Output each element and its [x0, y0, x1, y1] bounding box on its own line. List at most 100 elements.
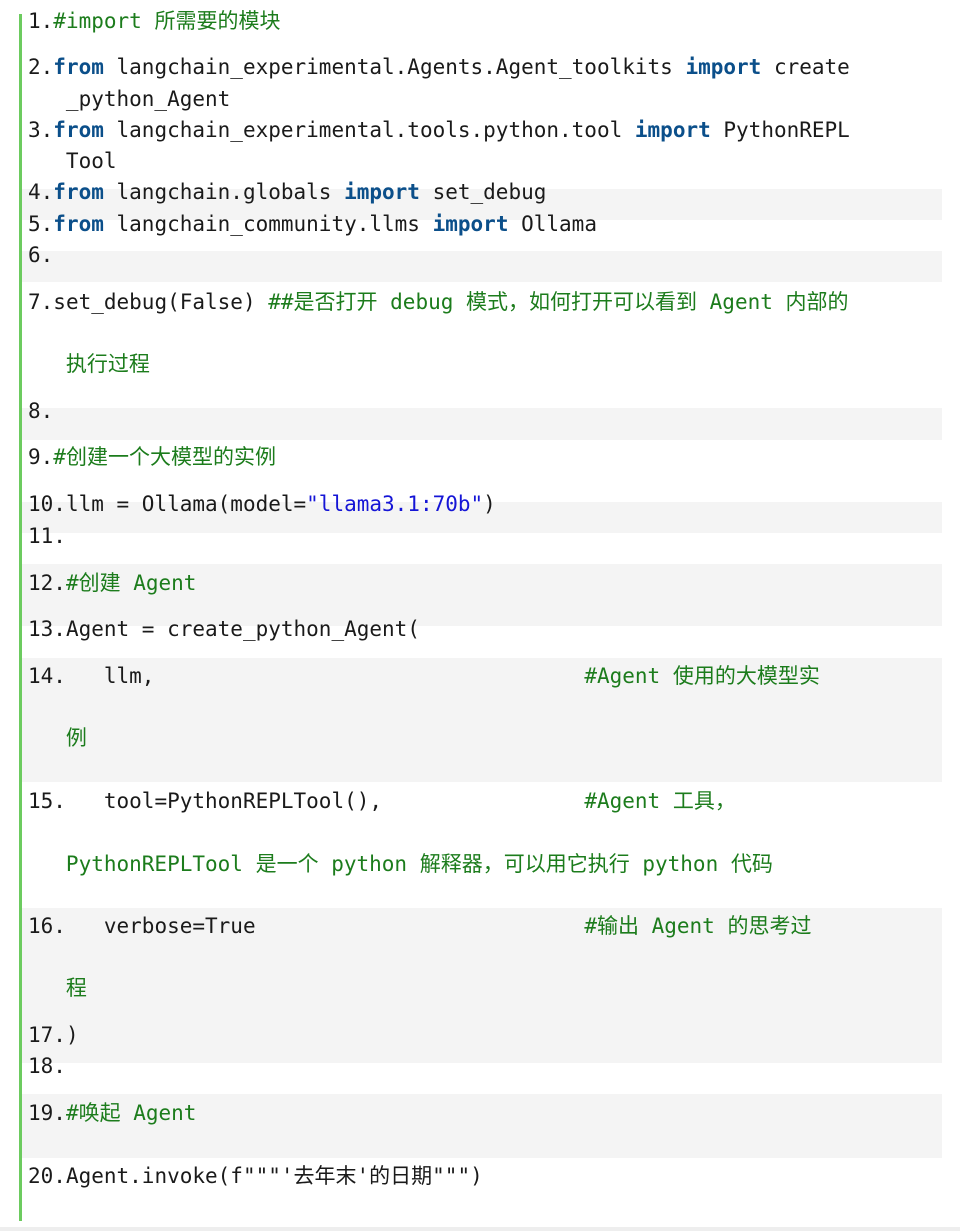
code-comment: ##是否打开 debug 模式，如何打开可以看到 Agent 内部的: [268, 289, 849, 314]
code-line-text: 8.: [28, 396, 53, 427]
code-line-13: 13.Agent = create_python_Agent(: [22, 617, 942, 658]
code-comment: #创建 Agent: [65, 570, 197, 595]
code-line-16: 16. verbose=True #输出 Agent 的思考过 程: [22, 908, 942, 1032]
code-line-19: 19.#唤起 Agent: [22, 1094, 942, 1158]
code-line-text: 20.Agent.invoke(f"""'去年末'的日期"""): [28, 1161, 483, 1192]
code-line-17: 17.): [22, 1023, 942, 1063]
code-line-text: 3.from langchain_experimental.tools.pyth…: [28, 115, 850, 146]
code-line-20: 20.Agent.invoke(f"""'去年末'的日期"""): [22, 1158, 942, 1221]
code-line-18: 18.: [22, 1054, 942, 1094]
code-line-wrap: 执行过程: [28, 349, 150, 380]
line-number: 8.: [28, 398, 54, 423]
code-line-text: 1.#import 所需要的模块: [28, 6, 280, 37]
code-line-wrap: Tool: [28, 146, 117, 177]
code-line-wrap: 例: [28, 723, 87, 754]
code-text: Agent.invoke(f"""'去年末'的日期"""): [65, 1163, 483, 1188]
code-line-text: 14. llm, #Agent 使用的大模型实: [28, 661, 820, 692]
line-number: 13.: [28, 616, 66, 641]
code-line-1: 1.#import 所需要的模块: [22, 9, 942, 60]
code-comment: 执行过程: [28, 351, 150, 376]
code-line-text: 9.#创建一个大模型的实例: [28, 442, 276, 473]
code-text: ): [65, 1022, 79, 1047]
code-comment: #输出 Agent 的思考过: [584, 913, 812, 938]
code-text: langchain.globals: [103, 179, 345, 204]
code-line-text: 18.: [28, 1051, 66, 1082]
code-keyword: import: [634, 117, 711, 142]
line-number: 19.: [28, 1100, 66, 1125]
code-line-text: 17.): [28, 1020, 79, 1051]
code-line-text: 2.from langchain_experimental.Agents.Age…: [28, 52, 850, 83]
code-line-wrap: 程: [28, 973, 87, 1004]
code-line-3: 3.from langchain_experimental.tools.pyth…: [22, 118, 942, 184]
line-number: 6.: [28, 242, 54, 267]
code-text: langchain_experimental.tools.python.tool: [103, 117, 635, 142]
code-comment: #唤起 Agent: [65, 1100, 197, 1125]
code-line-text: 10.llm = Ollama(model="llama3.1:70b"): [28, 489, 496, 520]
code-text: llm = Ollama(model=: [65, 491, 307, 516]
code-text: tool=PythonREPLTool(),: [65, 788, 585, 813]
code-keyword: from: [53, 54, 104, 79]
code-text: create: [761, 54, 850, 79]
line-number: 18.: [28, 1053, 66, 1078]
code-text: ): [483, 491, 496, 516]
code-text: set_debug(False): [53, 289, 269, 314]
code-line-text: 6.: [28, 240, 53, 271]
code-line-4: 4.from langchain.globals import set_debu…: [22, 180, 942, 220]
code-line-6: 6.: [22, 243, 942, 282]
code-keyword: import: [432, 211, 509, 236]
code-line-wrap: _python_Agent: [28, 84, 230, 115]
line-number: 14.: [28, 663, 66, 688]
line-number: 17.: [28, 1022, 66, 1047]
code-line-5: 5.from langchain_community.llms import O…: [22, 212, 942, 251]
code-keyword: import: [344, 179, 420, 204]
line-number: 15.: [28, 788, 66, 813]
line-number: 2.: [28, 54, 54, 79]
code-comment: #Agent 使用的大模型实: [584, 663, 820, 688]
line-number: 1.: [28, 8, 54, 33]
line-number: 4.: [28, 179, 54, 204]
code-line-text: 12.#创建 Agent: [28, 568, 196, 599]
code-text: Ollama: [508, 211, 597, 236]
line-number: 12.: [28, 570, 66, 595]
line-number: 20.: [28, 1163, 66, 1188]
code-text: Agent = create_python_Agent(: [65, 616, 420, 641]
code-keyword: from: [53, 179, 104, 204]
line-number: 7.: [28, 289, 54, 314]
line-number: 10.: [28, 491, 66, 516]
code-line-7: 7.set_debug(False) ##是否打开 debug 模式，如何打开可…: [22, 282, 942, 408]
code-text: verbose=True: [65, 913, 585, 938]
code-line-text: 4.from langchain.globals import set_debu…: [28, 177, 546, 208]
code-string: "llama3.1:70b": [306, 491, 484, 516]
code-line-8: 8.: [22, 399, 942, 440]
code-keyword: from: [53, 117, 104, 142]
bottom-divider: [0, 1227, 960, 1231]
code-text: Tool: [28, 148, 117, 173]
code-line-text: 16. verbose=True #输出 Agent 的思考过: [28, 911, 811, 942]
code-text: PythonREPL: [710, 117, 850, 142]
code-comment: 例: [28, 725, 87, 750]
code-line-15: 15. tool=PythonREPLTool(), #Agent 工具， Py…: [22, 782, 942, 908]
code-line-12: 12.#创建 Agent: [22, 564, 942, 626]
code-text: _python_Agent: [28, 86, 231, 111]
code-keyword: import: [685, 54, 762, 79]
line-number: 5.: [28, 211, 54, 236]
code-line-text: 5.from langchain_community.llms import O…: [28, 209, 597, 240]
code-text: set_debug: [419, 179, 547, 204]
code-line-wrap: PythonREPLTool 是一个 python 解释器，可以用它执行 pyt…: [28, 849, 773, 880]
line-number: 16.: [28, 913, 66, 938]
code-comment: #创建一个大模型的实例: [53, 444, 276, 469]
code-comment: PythonREPLTool 是一个 python 解释器，可以用它执行 pyt…: [28, 851, 773, 876]
code-text: langchain_experimental.Agents.Agent_tool…: [103, 54, 686, 79]
code-line-text: 13.Agent = create_python_Agent(: [28, 614, 420, 645]
code-comment: 程: [28, 975, 87, 1000]
code-line-14: 14. llm, #Agent 使用的大模型实 例: [22, 658, 942, 782]
code-line-10: 10.llm = Ollama(model="llama3.1:70b"): [22, 492, 942, 533]
line-number: 9.: [28, 444, 54, 469]
code-comment: #import 所需要的模块: [53, 8, 281, 33]
code-line-2: 2.from langchain_experimental.Agents.Age…: [22, 55, 942, 122]
code-line-text: 19.#唤起 Agent: [28, 1098, 196, 1129]
code-text: llm,: [65, 663, 585, 688]
code-comment: #Agent 工具，: [584, 788, 736, 813]
line-number: 3.: [28, 117, 54, 142]
